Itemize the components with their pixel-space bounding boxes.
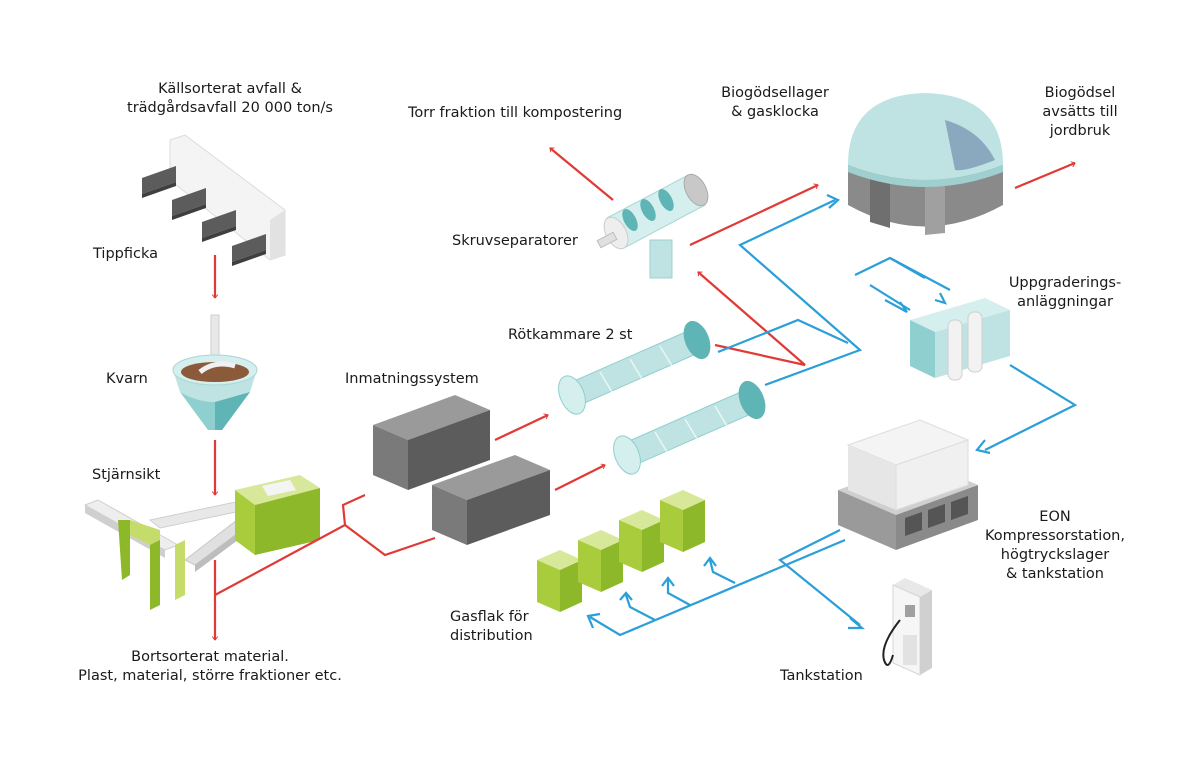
gas-dome-icon	[848, 93, 1003, 235]
label-biogodsellager: Biogödsellager & gasklocka	[710, 84, 840, 122]
label-kvarn: Kvarn	[106, 371, 148, 387]
label-uppgradering: Uppgraderings- anläggningar	[1000, 274, 1130, 312]
label-eon-line1: EON	[1039, 509, 1071, 525]
flow-to-biogodsellager	[689, 185, 818, 246]
label-eon: EON Kompressorstation, högtryckslager & …	[965, 508, 1145, 584]
gas-container-icon	[537, 490, 705, 612]
label-biogodsel-line2: avsätts till	[1042, 104, 1118, 120]
label-bortsorterat: Bortsorterat material. Plast, material, …	[60, 648, 360, 686]
flow-rot2-gas	[738, 199, 863, 387]
label-biogodsellager-line2: & gasklocka	[731, 104, 819, 120]
feeding-system-icon	[373, 395, 550, 545]
digester-tank-icon	[558, 320, 766, 475]
label-stjarnsikt: Stjärnsikt	[92, 467, 161, 483]
grinder-icon	[172, 314, 258, 430]
compressor-icon	[838, 419, 978, 550]
gas-flow-lines	[586, 193, 1078, 637]
hopper-icon	[142, 134, 286, 266]
upgrading-plant-icon	[910, 298, 1010, 381]
label-eon-line3: högtryckslager	[1000, 547, 1110, 563]
label-tankstation: Tankstation	[780, 668, 863, 684]
label-skruvseparatorer: Skruvseparatorer	[452, 233, 578, 249]
label-kallsorterat-line1: Källsorterat avfall &	[158, 81, 302, 97]
label-gasflak-line2: distribution	[450, 628, 533, 644]
label-kallsorterat: Källsorterat avfall & trädgårdsavfall 20…	[110, 80, 350, 118]
label-eon-line4: & tankstation	[1006, 566, 1104, 582]
label-gasflak-line1: Gasflak för	[450, 609, 529, 625]
flow-torr-fraktion	[549, 147, 614, 201]
label-biogodsel-line3: jordbruk	[1049, 123, 1111, 139]
flow-rot-skruv	[697, 271, 806, 367]
flow-inmatning-rot2	[554, 465, 605, 491]
flow-rot1-gas	[717, 318, 849, 354]
flow-biogodsel-jordbruk	[1014, 163, 1075, 190]
star-screen-icon	[83, 475, 320, 610]
flow-to-inmatning	[214, 493, 366, 596]
fuel-pump-icon	[882, 578, 932, 676]
label-kallsorterat-line2: trädgårdsavfall 20 000 ton/s	[127, 100, 333, 116]
label-torr-fraktion: Torr fraktion till kompostering	[408, 105, 623, 121]
label-biogodsel-line1: Biogödsel	[1044, 85, 1116, 101]
label-biogodsellager-line1: Biogödsellager	[721, 85, 829, 101]
material-flow-lines	[214, 147, 1075, 640]
label-gasflak: Gasflak för distribution	[450, 608, 533, 646]
flow-inmatning-rot1	[494, 415, 548, 441]
label-eon-line2: Kompressorstation,	[984, 528, 1125, 544]
label-uppgradering-line2: anläggningar	[1017, 294, 1113, 310]
label-bortsorterat-line2: Plast, material, större fraktioner etc.	[78, 668, 342, 684]
label-rotkammare: Rötkammare 2 st	[508, 327, 633, 343]
label-inmatningssystem: Inmatningssystem	[345, 371, 479, 387]
label-tippficka: Tippficka	[93, 246, 158, 262]
label-biogodsel-avsatts: Biogödsel avsätts till jordbruk	[1025, 84, 1135, 141]
label-uppgradering-line1: Uppgraderings-	[1008, 275, 1122, 291]
screw-separator-icon	[596, 173, 709, 279]
label-bortsorterat-line1: Bortsorterat material.	[131, 649, 289, 665]
